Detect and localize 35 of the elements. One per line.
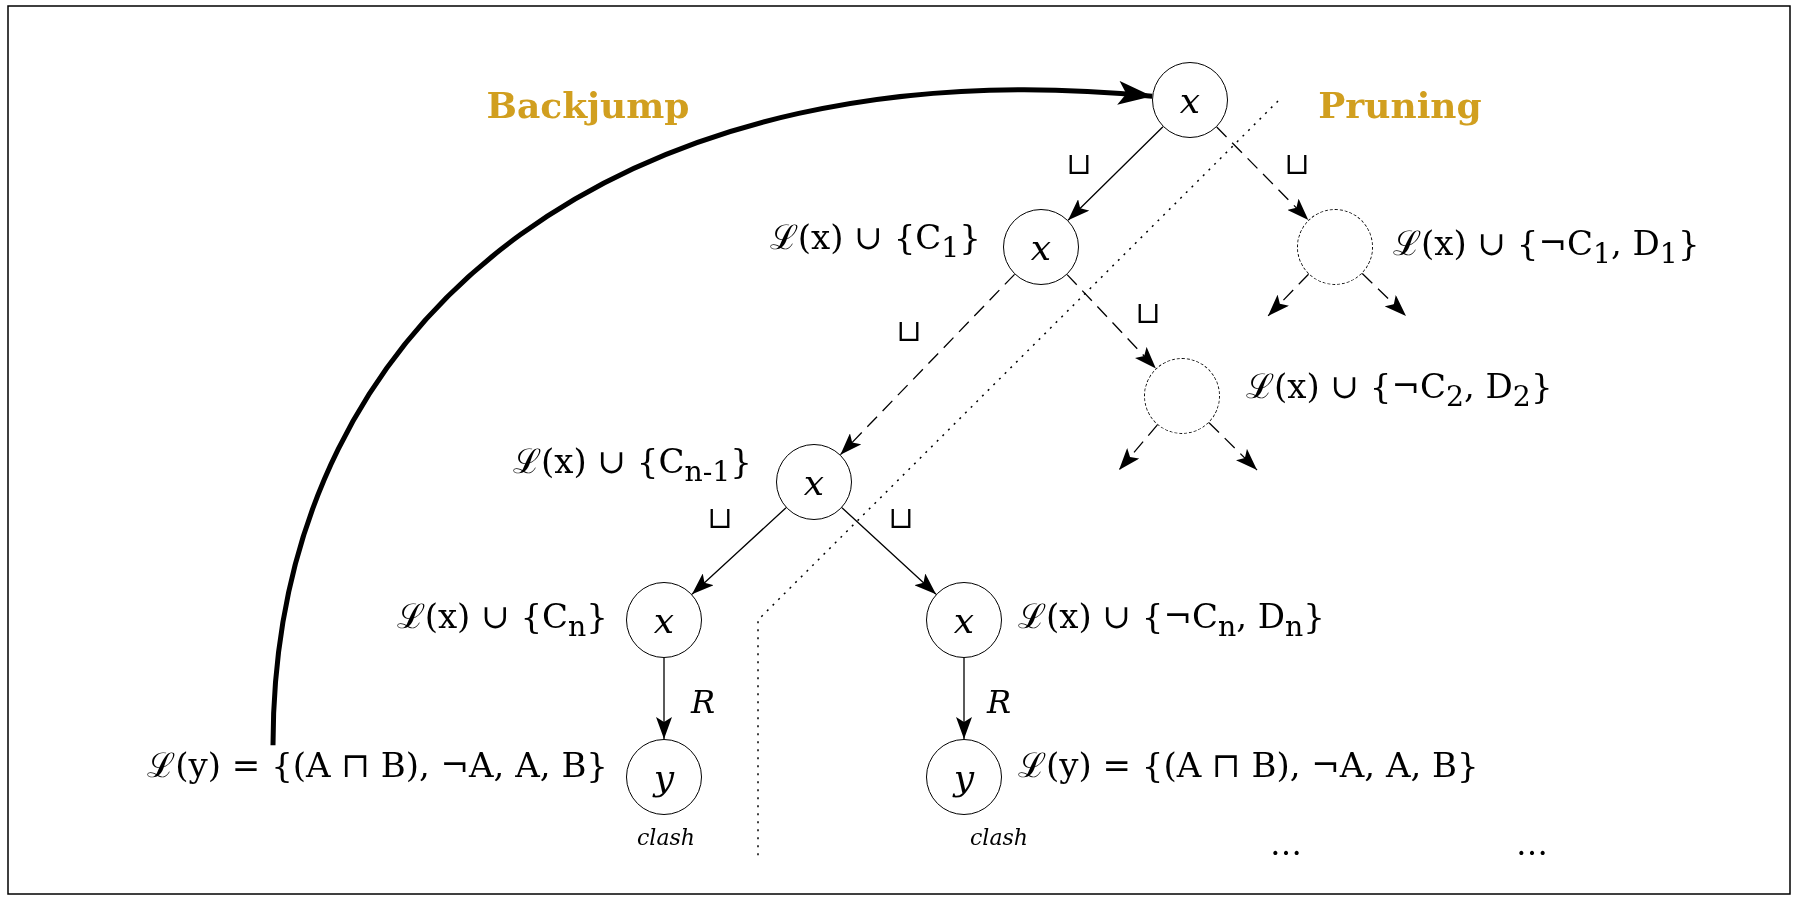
edge-label: ⊔	[707, 500, 733, 534]
math-label: ℒ(x) ∪ {C$_{n}$}	[396, 598, 608, 642]
math-label: ℒ(y) = {(A ⊓ B), ¬A, A, B}	[147, 747, 608, 785]
curved-arrow	[270, 82, 1153, 746]
dashed-arrow	[1118, 424, 1158, 471]
arrow	[691, 507, 787, 595]
edge-label: Backjump	[486, 86, 690, 126]
ellipsis-label: …	[1270, 827, 1302, 863]
edge-label: ⊔	[888, 500, 914, 534]
dashed-arrow	[839, 273, 1016, 456]
dashed-arrow	[1208, 422, 1258, 471]
math-label: ℒ(x) ∪ {¬C$_{n}$, D$_{n}$}	[1018, 598, 1325, 642]
arrow	[956, 657, 972, 740]
dashed-arrow	[1361, 272, 1407, 317]
note-label: clash	[637, 825, 695, 851]
math-label: ℒ(y) = {(A ⊓ B), ¬A, A, B}	[1018, 747, 1479, 785]
edge-label: R	[690, 685, 716, 721]
math-label: ℒ(x) ∪ {¬C$_{1}$, D$_{1}$}	[1393, 225, 1700, 269]
dashed-arrow	[1216, 126, 1309, 221]
arrow	[656, 657, 672, 740]
edge-label: ⊔	[896, 313, 922, 347]
arrow	[1067, 126, 1164, 221]
note-label: clash	[970, 825, 1028, 851]
math-label: ℒ(x) ∪ {C$_{1}$}	[769, 219, 981, 263]
ellipsis-label: …	[1516, 827, 1548, 863]
math-label: ℒ(x) ∪ {¬C$_{2}$, D$_{2}$}	[1246, 368, 1553, 412]
heading-label: Pruning	[1318, 86, 1482, 126]
dashed-arrow	[1066, 273, 1157, 370]
edge-label: ⊔	[1066, 146, 1092, 180]
edge-label: ⊔	[1135, 295, 1161, 329]
edge-label: R	[986, 685, 1012, 721]
edge-label: ⊔	[1284, 146, 1310, 180]
dashed-arrow	[1267, 273, 1310, 317]
arrow	[841, 507, 937, 595]
math-label: ℒ(x) ∪ {C$_{n-1}$}	[513, 443, 752, 487]
